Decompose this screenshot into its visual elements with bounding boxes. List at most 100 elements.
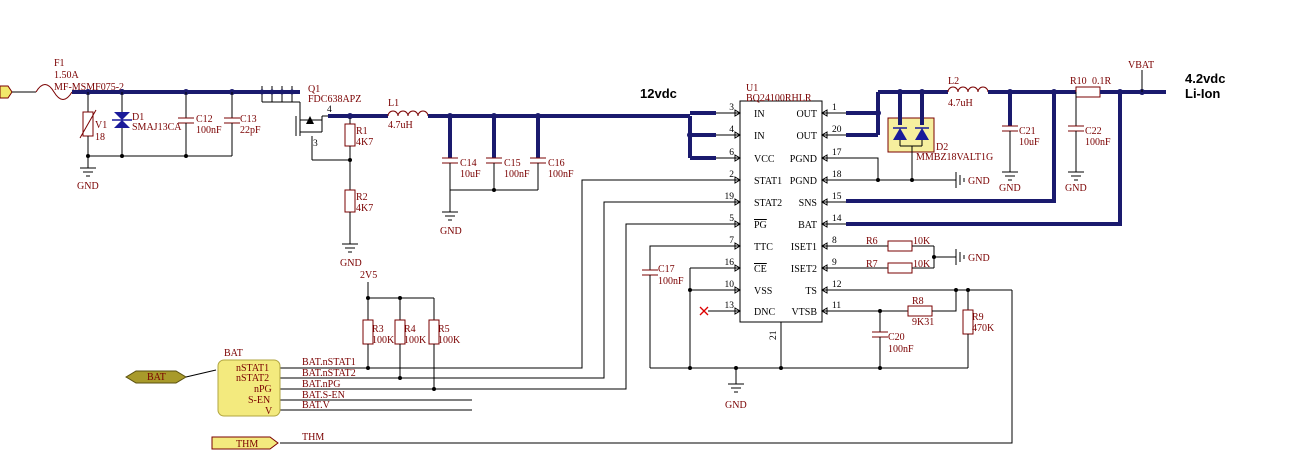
r8-value: 9K31 <box>912 317 934 328</box>
divider-r1-r2: R1 4K7 R2 4K7 GND <box>312 113 373 269</box>
r6-value: 10K <box>913 236 931 247</box>
u1-pin-number: 13 <box>725 301 735 311</box>
bat-sheet-title: BAT <box>224 348 243 359</box>
r9-ref: R9 <box>972 312 984 323</box>
u1-pin-arrow <box>821 242 828 250</box>
gnd-label-c22: GND <box>1065 183 1087 194</box>
r5-ref: R5 <box>438 324 450 335</box>
v1-value: 18 <box>95 132 105 143</box>
output-section: D2 MMBZ18VALT1G L2 4.7uH R10 0.1R VBAT 4… <box>846 60 1225 226</box>
u1-pin-arrow <box>821 307 828 315</box>
r4-ref: R4 <box>404 324 416 335</box>
c21-value: 10uF <box>1019 137 1040 148</box>
resistor-r6 <box>887 240 913 252</box>
r10-value: 0.1R <box>1092 76 1112 87</box>
r7-value: 10K <box>913 259 931 270</box>
thm-net-label: THM <box>302 432 324 443</box>
u1-input-wiring <box>687 111 716 160</box>
u1-pin-number: 9 <box>832 258 837 268</box>
thm-port-group: THM THM <box>211 432 324 450</box>
c17-value: 100nF <box>658 276 684 287</box>
net-out-chem: Li-Ion <box>1185 86 1220 101</box>
ttc-wiring: C17 100nF GND <box>642 245 968 411</box>
gnd-label-u1: GND <box>725 400 747 411</box>
u1-pin-arrow <box>734 109 741 117</box>
u1-pin-number: 1 <box>832 103 837 113</box>
l2-value: 4.7uH <box>948 98 973 109</box>
u1-pin-number: 19 <box>725 192 735 202</box>
bat-port-label: BAT <box>147 372 166 383</box>
d1-ref: D1 <box>132 112 144 123</box>
bat-net-nstat1: BAT.nSTAT1 <box>302 357 356 368</box>
u1-right-pins: 1OUT20OUT17PGND18PGND15SNS14BAT8ISET19IS… <box>790 103 846 318</box>
resistor-r1 <box>344 123 356 147</box>
d2-part: MMBZ18VALT1G <box>916 152 993 163</box>
r1-value: 4K7 <box>356 137 373 148</box>
u1-left-pins: 3IN4IN6VCC2STAT119STAT25PG7TTC16CE10VSS1… <box>716 103 782 318</box>
r10-ref: R10 <box>1070 76 1087 87</box>
inductor-l1 <box>387 110 429 117</box>
u1-pin-name: ISET2 <box>791 264 817 275</box>
f1-ref: F1 <box>54 58 65 69</box>
gnd-label-c14: GND <box>440 226 462 237</box>
bat-pin-v: V <box>265 406 273 417</box>
u1-pin-arrow <box>734 154 741 162</box>
pullups-r3-r5: 2V5 R3 100K R4 100K R5 100K <box>360 270 461 391</box>
u1-pin-arrow <box>734 198 741 206</box>
r3-value: 100K <box>372 335 395 346</box>
u1-pin-arrow <box>821 198 828 206</box>
input-section: F1 1.50A MF-MSMF075-2 V1 18 D1 SMAJ13CA … <box>0 58 300 192</box>
l1-value: 4.7uH <box>388 120 413 131</box>
u1-pin-name: BAT <box>798 220 817 231</box>
r9-value: 470K <box>972 323 995 334</box>
gnd-label-iset: GND <box>968 253 990 264</box>
u1-pin-name: IN <box>754 131 765 142</box>
u1-pin-number: 16 <box>725 258 735 268</box>
c15-ref: C15 <box>504 158 521 169</box>
u1-pin-name: IN <box>754 109 765 120</box>
u1-pin-name: VCC <box>754 154 775 165</box>
r8-ref: R8 <box>912 296 924 307</box>
zener-d2 <box>887 117 935 153</box>
bat-net-v: BAT.V <box>302 400 331 411</box>
v1-ref: V1 <box>95 120 107 131</box>
u1-pin-arrow <box>821 154 828 162</box>
c15-value: 100nF <box>504 169 530 180</box>
q1-pin4: 4 <box>327 105 332 115</box>
input-port <box>0 85 13 99</box>
r7-ref: R7 <box>866 259 878 270</box>
thm-port-label: THM <box>236 439 258 450</box>
r2-value: 4K7 <box>356 203 373 214</box>
f1-value: 1.50A <box>54 70 80 81</box>
iset-resistors: R6 10K R7 10K GND <box>846 236 990 274</box>
c21-ref: C21 <box>1019 126 1036 137</box>
c13-value: 22pF <box>240 125 261 136</box>
u1-pin-arrow <box>821 220 828 228</box>
gnd-label-c21: GND <box>999 183 1021 194</box>
u1-pin-name: PGND <box>790 154 817 165</box>
q1-ref: Q1 <box>308 84 320 95</box>
inductor-l1-section: L1 4.7uH 12vdc C14 10uF C15 100nF C16 10… <box>328 86 690 237</box>
u1-pin-number: 12 <box>832 280 842 290</box>
bat-pin-nstat1: nSTAT1 <box>236 363 269 374</box>
u1-pin-number: 17 <box>832 148 842 158</box>
bat-sheet-body <box>217 359 281 417</box>
ts-network: R8 9K31 C20 100nF R9 470K <box>280 288 1013 444</box>
resistor-r8 <box>907 305 933 317</box>
u1-pin21: 21 <box>769 330 779 340</box>
r1-ref: R1 <box>356 126 368 137</box>
c14-value: 10uF <box>460 169 481 180</box>
u1-pin-arrow <box>734 176 741 184</box>
bat-net-npg: BAT.nPG <box>302 379 340 390</box>
u1-pin-number: 15 <box>832 192 842 202</box>
c12-value: 100nF <box>196 125 222 136</box>
u1-pin-name: DNC <box>754 307 775 318</box>
c12-ref: C12 <box>196 114 213 125</box>
u1-pin-name: SNS <box>799 198 817 209</box>
gnd-label-r2: GND <box>340 258 362 269</box>
u1-pin-arrow <box>821 286 828 294</box>
u1-pin-number: 7 <box>729 236 734 246</box>
d1-part: SMAJ13CA <box>132 122 182 133</box>
fuse-f1 <box>35 84 73 100</box>
